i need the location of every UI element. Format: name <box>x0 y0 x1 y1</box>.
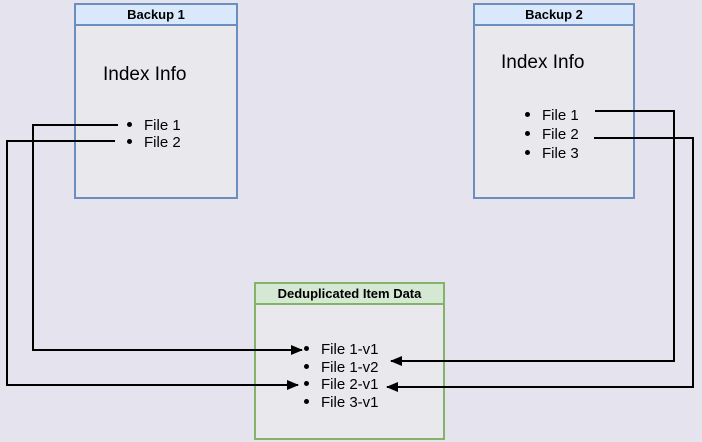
file-item: File 1 <box>525 106 633 125</box>
backup2-index-info-label: Index Info <box>501 52 585 73</box>
backup1-title: Backup 1 <box>76 5 236 26</box>
dedup-title: Deduplicated Item Data <box>256 284 443 305</box>
file-item: File 1-v2 <box>304 359 443 377</box>
file-item: File 1 <box>127 117 236 135</box>
backup1-index-info-label: Index Info <box>103 64 187 85</box>
file-item: File 3 <box>525 144 633 163</box>
file-item: File 2 <box>127 134 236 152</box>
backup2-title: Backup 2 <box>475 5 633 26</box>
file-item: File 1-v1 <box>304 341 443 359</box>
file-item: File 2-v1 <box>304 376 443 394</box>
file-item: File 2 <box>525 125 633 144</box>
file-item: File 3-v1 <box>304 394 443 412</box>
